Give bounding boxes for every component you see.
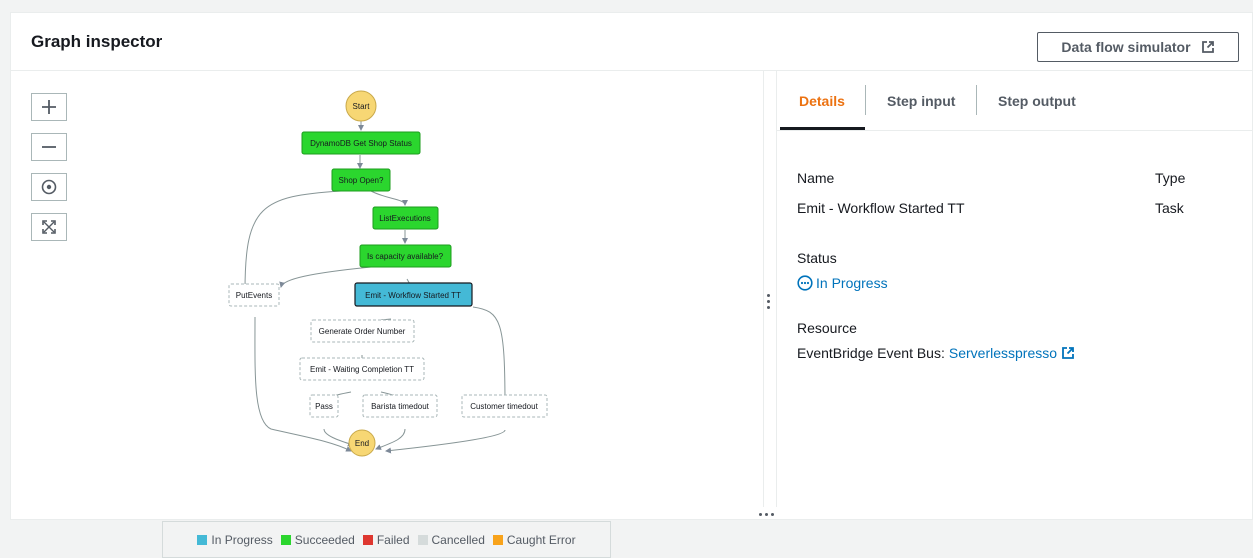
resource-link[interactable]: Serverlesspresso: [948, 345, 1058, 361]
legend-swatch-succeeded: [280, 534, 291, 545]
details-pane: Details Step input Step output Name Emit…: [777, 71, 1253, 507]
node-capacity-available[interactable]: [359, 244, 452, 268]
graph-canvas[interactable]: Start DynamoDB Get Shop Status Shop Open…: [11, 71, 763, 558]
legend-label-cancelled: Cancelled: [431, 532, 485, 547]
status-legend: In Progress Succeeded Failed Cancelled C…: [162, 521, 611, 558]
name-value: Emit - Workflow Started TT: [797, 200, 965, 216]
horizontal-resize-handle[interactable]: [759, 513, 779, 517]
fit-graph-button[interactable]: [31, 213, 67, 241]
state-machine-graph: Start DynamoDB Get Shop Status Shop Open…: [228, 90, 548, 457]
zoom-out-button[interactable]: [31, 133, 67, 161]
legend-label-failed: Failed: [376, 532, 410, 547]
node-emit-waiting-completion-label: Emit - Waiting Completion TT: [310, 365, 414, 374]
details-tabs: Details Step input Step output: [777, 71, 1253, 131]
external-link-icon[interactable]: [1061, 346, 1075, 360]
node-pass-label: Pass: [315, 402, 333, 411]
tab-details[interactable]: Details: [799, 93, 845, 109]
node-get-shop-status-label: DynamoDB Get Shop Status: [310, 139, 412, 148]
minus-icon: [42, 146, 56, 148]
node-barista-timedout[interactable]: [362, 394, 438, 418]
type-value: Task: [1155, 200, 1184, 216]
node-generate-order-number[interactable]: [310, 319, 415, 343]
graph-edges: [242, 121, 508, 454]
start-node-label: Start: [353, 102, 371, 111]
resource-label: Resource: [797, 320, 857, 336]
data-flow-simulator-label: Data flow simulator: [1061, 39, 1191, 55]
node-emit-waiting-completion[interactable]: [299, 357, 425, 381]
vertical-resize-handle[interactable]: [767, 294, 771, 312]
start-node[interactable]: [345, 90, 377, 122]
node-list-executions-label: ListExecutions: [379, 214, 431, 223]
end-node[interactable]: [348, 429, 376, 457]
tab-step-output[interactable]: Step output: [998, 93, 1076, 109]
external-link-icon: [1201, 41, 1214, 53]
name-label: Name: [797, 170, 835, 186]
active-tab-indicator: [780, 127, 865, 130]
legend-label-succeeded: Succeeded: [294, 532, 355, 547]
node-list-executions[interactable]: [372, 206, 439, 230]
legend-succeeded: Succeeded: [280, 532, 355, 547]
zoom-in-button[interactable]: [31, 93, 67, 121]
target-icon: [41, 179, 57, 195]
node-shop-open[interactable]: [331, 168, 391, 192]
legend-swatch-caught-error: [492, 534, 503, 545]
tab-separator: [865, 85, 866, 115]
in-progress-icon: [797, 275, 813, 291]
legend-caught-error: Caught Error: [492, 532, 576, 547]
legend-label-caught-error: Caught Error: [506, 532, 576, 547]
legend-swatch-cancelled: [417, 534, 428, 545]
resource-value: EventBridge Event Bus: Serverlesspresso: [797, 345, 1075, 361]
data-flow-simulator-button[interactable]: Data flow simulator: [1037, 32, 1239, 62]
end-node-label: End: [355, 439, 369, 448]
legend-swatch-failed: [362, 534, 373, 545]
expand-icon: [42, 220, 56, 234]
pane-divider: [763, 71, 764, 507]
node-shop-open-label: Shop Open?: [339, 176, 384, 185]
node-barista-timedout-label: Barista timedout: [371, 402, 430, 411]
resource-prefix: EventBridge Event Bus:: [797, 345, 945, 361]
legend-label-in-progress: In Progress: [211, 532, 273, 547]
graph-inspector-panel: Graph inspector Data flow simulator: [10, 12, 1253, 558]
panel-header: Graph inspector Data flow simulator: [11, 13, 1252, 71]
legend-in-progress: In Progress: [197, 532, 273, 547]
plus-icon: [42, 100, 56, 114]
tab-separator: [976, 85, 977, 115]
node-emit-workflow-started[interactable]: [354, 282, 473, 307]
status-value: In Progress: [797, 275, 888, 291]
legend-swatch-in-progress: [197, 534, 208, 545]
status-label: Status: [797, 250, 837, 266]
details-pane-border: [776, 71, 777, 507]
node-put-events-label: PutEvents: [236, 291, 272, 300]
status-text: In Progress: [816, 275, 888, 291]
node-capacity-available-label: Is capacity available?: [367, 252, 444, 261]
legend-failed: Failed: [362, 532, 410, 547]
type-label: Type: [1155, 170, 1186, 186]
node-put-events[interactable]: [228, 283, 280, 307]
tab-step-input[interactable]: Step input: [887, 93, 956, 109]
legend-cancelled: Cancelled: [417, 532, 485, 547]
panel-title: Graph inspector: [31, 32, 163, 51]
node-generate-order-number-label: Generate Order Number: [319, 327, 406, 336]
node-customer-timedout-label: Customer timedout: [470, 402, 538, 411]
node-customer-timedout[interactable]: [461, 394, 548, 418]
node-get-shop-status[interactable]: [301, 131, 421, 155]
node-pass[interactable]: [309, 394, 339, 418]
node-emit-workflow-started-label: Emit - Workflow Started TT: [365, 291, 461, 300]
center-graph-button[interactable]: [31, 173, 67, 201]
